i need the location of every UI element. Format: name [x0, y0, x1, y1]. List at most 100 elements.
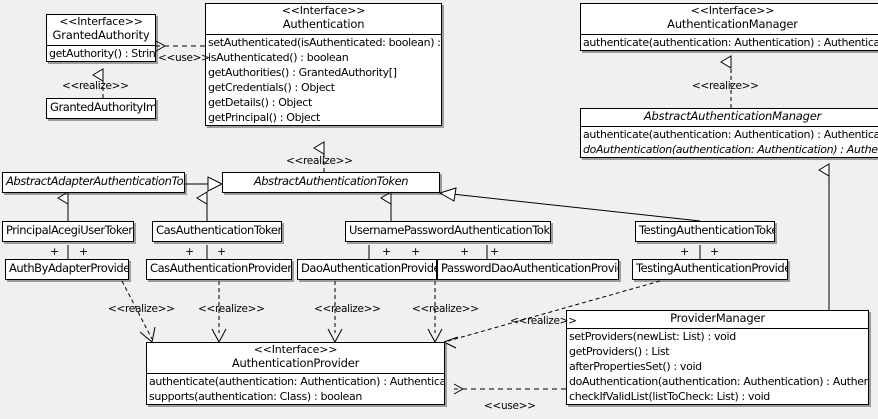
member-row: getPrincipal() : Object — [208, 110, 320, 124]
class-header: AuthByAdapterProvider — [6, 260, 128, 279]
edge-label-realize-cas: <<realize>> — [198, 303, 265, 315]
class-header: GrantedAuthorityImpl — [47, 99, 155, 118]
class-members: authenticate(authentication: Authenticat… — [147, 374, 444, 404]
class-provider-manager[interactable]: ProviderManager setProviders(newList: Li… — [566, 310, 869, 405]
class-principal-acegi-user-token[interactable]: PrincipalAcegiUserToken — [2, 221, 134, 242]
class-name: AbstractAuthenticationManager — [643, 109, 822, 123]
edge-label-use-grantedauthority: <<use>> — [158, 52, 210, 64]
association-plus-mark: + — [382, 245, 392, 258]
class-members: getAuthority() : String — [47, 46, 155, 61]
class-abstract-authentication-token[interactable]: AbstractAuthenticationToken — [222, 172, 440, 193]
class-name: AuthenticationProvider — [231, 355, 360, 370]
class-granted-authority-impl[interactable]: GrantedAuthorityImpl — [46, 98, 156, 119]
member-row: getCredentials() : Object — [208, 80, 335, 94]
class-testing-authentication-token[interactable]: TestingAuthenticationToken — [635, 221, 775, 242]
class-name: UsernamePasswordAuthenticationToken — [349, 223, 551, 237]
class-header: <<Interface>> AuthenticationProvider — [147, 343, 444, 374]
class-header: TestingAuthenticationToken — [636, 222, 774, 241]
class-auth-by-adapter-provider[interactable]: AuthByAdapterProvider — [5, 259, 129, 280]
class-name: DaoAuthenticationProvider — [301, 261, 437, 275]
association-plus-mark: + — [680, 245, 690, 258]
class-name: AuthenticationManager — [667, 16, 798, 31]
stereotype-label: <<Interface>> — [253, 343, 338, 356]
class-abstract-authentication-manager[interactable]: AbstractAuthenticationManager authentica… — [580, 108, 878, 158]
class-header: CasAuthenticationToken — [153, 222, 281, 241]
edge-label-realize-authbyadapter: <<realize>> — [108, 303, 175, 315]
class-header: AbstractAuthenticationManager — [581, 109, 878, 127]
class-name: TestingAuthenticationToken — [639, 223, 775, 237]
class-header: PrincipalAcegiUserToken — [3, 222, 133, 241]
class-authentication-provider[interactable]: <<Interface>> AuthenticationProvider aut… — [146, 342, 445, 405]
edge-label-use-providermanager: <<use>> — [484, 400, 536, 412]
class-username-password-authentication-token[interactable]: UsernamePasswordAuthenticationToken — [345, 221, 551, 242]
member-row: getProviders() : List — [569, 344, 670, 358]
edge-label-realize-dao: <<realize>> — [314, 303, 381, 315]
class-header: DaoAuthenticationProvider — [298, 260, 436, 279]
member-row: authenticate(authentication: Authenticat… — [149, 374, 445, 388]
class-dao-authentication-provider[interactable]: DaoAuthenticationProvider — [297, 259, 437, 280]
member-row: setAuthenticated(isAuthenticated: boolea… — [208, 35, 442, 49]
association-plus-mark: + — [411, 245, 421, 258]
class-cas-authentication-token[interactable]: CasAuthenticationToken — [152, 221, 282, 242]
class-authentication-manager[interactable]: <<Interface>> AuthenticationManager auth… — [580, 3, 878, 51]
class-password-dao-authentication-provider[interactable]: PasswordDaoAuthenticationProvider — [437, 259, 619, 280]
class-name: AbstractAuthenticationToken — [253, 174, 409, 188]
association-plus-mark: + — [185, 245, 195, 258]
association-plus-mark: + — [710, 245, 720, 258]
edge-label-realize-abstractauthenticationmanager: <<realize>> — [692, 80, 759, 92]
class-name: PrincipalAcegiUserToken — [6, 223, 134, 237]
edge-label-realize-abstractauthenticationtoken: <<realize>> — [286, 155, 353, 167]
class-header: <<Interface>> Authentication — [206, 4, 441, 35]
class-header: AbstractAdapterAuthenticationToken — [3, 173, 184, 192]
class-authentication[interactable]: <<Interface>> Authentication setAuthenti… — [205, 3, 442, 126]
association-plus-mark: + — [217, 245, 227, 258]
association-plus-mark: + — [460, 245, 470, 258]
class-name: AuthByAdapterProvider — [9, 261, 129, 275]
class-name: ProviderManager — [670, 311, 765, 325]
member-row: getDetails() : Object — [208, 95, 312, 109]
stereotype-label: <<Interface>> — [690, 4, 775, 17]
class-name: CasAuthenticationProvider — [150, 261, 292, 275]
stereotype-label: <<Interface>> — [281, 4, 366, 17]
class-testing-authentication-provider[interactable]: TestingAuthenticationProvider — [632, 259, 788, 280]
member-row: setProviders(newList: List) : void — [569, 329, 736, 343]
class-members: setAuthenticated(isAuthenticated: boolea… — [206, 35, 441, 125]
class-members: setProviders(newList: List) : void getPr… — [567, 329, 868, 404]
member-row: authenticate(authentication: Authenticat… — [583, 35, 878, 49]
class-header: TestingAuthenticationProvider — [633, 260, 787, 279]
class-header: ProviderManager — [567, 311, 868, 329]
class-header: AbstractAuthenticationToken — [223, 173, 439, 192]
class-name: PasswordDaoAuthenticationProvider — [441, 261, 619, 275]
edge-generalization-testingauthenticationtoken — [438, 187, 701, 222]
member-row: supports(authentication: Class) : boolea… — [149, 389, 362, 403]
class-cas-authentication-provider[interactable]: CasAuthenticationProvider — [146, 259, 292, 280]
class-header: CasAuthenticationProvider — [147, 260, 291, 279]
association-plus-mark: + — [79, 245, 89, 258]
member-row: getAuthorities() : GrantedAuthority[] — [208, 65, 397, 79]
member-row: afterPropertiesSet() : void — [569, 359, 702, 373]
class-name: GrantedAuthorityImpl — [50, 100, 156, 114]
class-name: GrantedAuthority — [52, 27, 150, 42]
edge-generalization-abstractadaptertoken — [185, 176, 224, 192]
member-row: isAuthenticated() : boolean — [208, 50, 349, 64]
class-abstract-adapter-authentication-token[interactable]: AbstractAdapterAuthenticationToken — [2, 172, 185, 193]
edge-label-realize-testing: <<realize>> — [510, 315, 577, 327]
member-row: doAuthentication(authentication: Authent… — [583, 142, 878, 156]
edge-label-realize-grantedauthorityimpl: <<realize>> — [62, 80, 129, 92]
edge-label-realize-passworddao: <<realize>> — [412, 303, 479, 315]
class-name: TestingAuthenticationProvider — [636, 261, 788, 275]
class-header: <<Interface>> AuthenticationManager — [581, 4, 878, 35]
class-header: UsernamePasswordAuthenticationToken — [346, 222, 550, 241]
association-plus-mark: + — [50, 245, 60, 258]
class-members: authenticate(authentication: Authenticat… — [581, 35, 878, 50]
class-name: Authentication — [282, 16, 365, 31]
member-row: getAuthority() : String — [49, 46, 156, 60]
class-granted-authority[interactable]: <<Interface>> GrantedAuthority getAuthor… — [46, 14, 156, 62]
association-plus-mark: + — [490, 245, 500, 258]
member-row: doAuthentication(authentication: Authent… — [569, 374, 868, 388]
class-members: authenticate(authentication: Authenticat… — [581, 127, 878, 157]
stereotype-label: <<Interface>> — [59, 15, 143, 28]
member-row: authenticate(authentication: Authenticat… — [583, 127, 878, 141]
member-row: checkIfValidList(listToCheck: List) : vo… — [569, 389, 770, 403]
